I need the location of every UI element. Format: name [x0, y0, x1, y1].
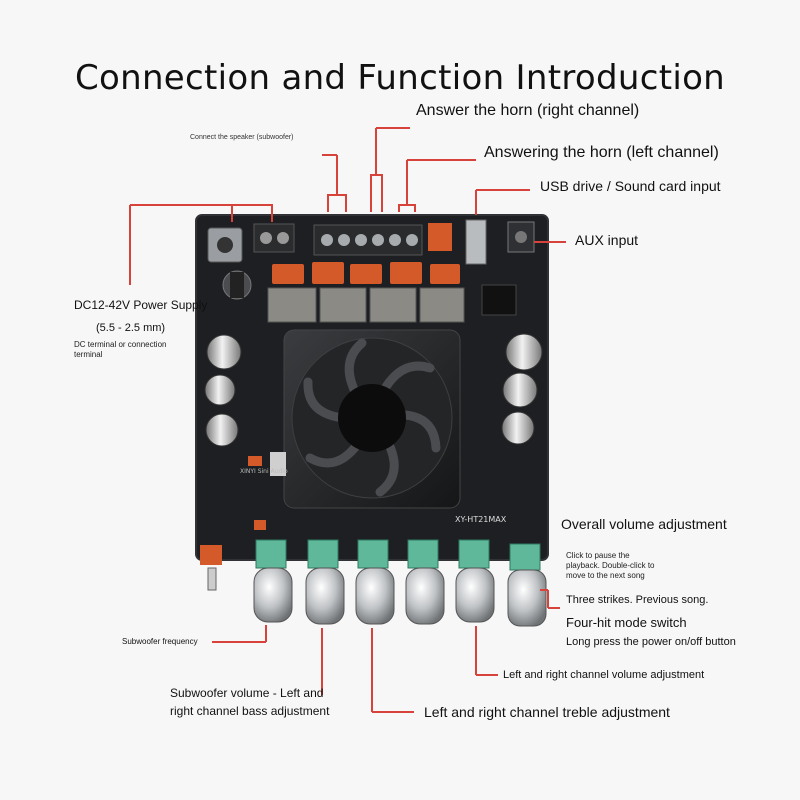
usb-port	[465, 219, 487, 265]
label-three-strikes: Three strikes. Previous song.	[566, 594, 709, 606]
board-brand-silk: XINYI Sini Audio	[240, 468, 288, 475]
label-long-press: Long press the power on/off button	[566, 636, 736, 648]
label-overall-volume: Overall volume adjustment	[561, 516, 727, 532]
label-sub-frequency: Subwoofer frequency	[122, 637, 198, 646]
label-usb: USB drive / Sound card input	[540, 178, 721, 194]
label-horn-left: Answering the horn (left channel)	[484, 144, 719, 161]
label-aux: AUX input	[575, 232, 639, 248]
label-click-note: Click to pause the playback. Double-clic…	[566, 551, 655, 580]
label-treble: Left and right channel treble adjustment	[424, 704, 670, 720]
board-model-silk: XY-HT21MAX	[455, 515, 507, 524]
label-lr-volume: Left and right channel volume adjustment	[503, 669, 705, 681]
label-power-jack-size: (5.5 - 2.5 mm)	[96, 322, 166, 334]
label-four-hit: Four-hit mode switch	[566, 615, 687, 630]
label-speaker-sub: Connect the speaker (subwoofer)	[190, 134, 294, 141]
page-title: Connection and Function Introduction	[74, 58, 726, 98]
label-sub-volume: Subwoofer volume - Left and right channe…	[170, 686, 330, 718]
label-power-terminal: DC terminal or connection terminal	[74, 340, 167, 359]
label-horn-right: Answer the horn (right channel)	[416, 102, 640, 119]
label-power-supply: DC12-42V Power Supply	[74, 298, 208, 312]
